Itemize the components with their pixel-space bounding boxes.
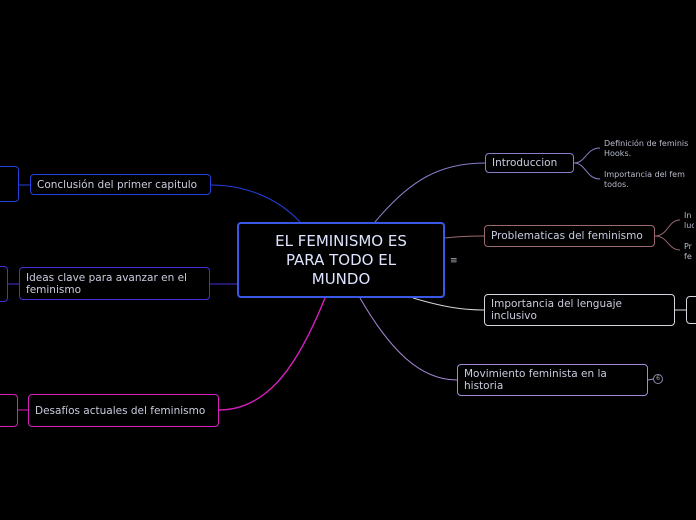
leaf-intro-definicion[interactable]: Definición de feminis Hooks.	[604, 139, 689, 158]
topic-ideas-clave[interactable]: Ideas clave para avanzar en el feminismo	[19, 267, 210, 300]
collapsed-count-badge[interactable]: 6	[653, 374, 663, 384]
topic-conclusion-label: Conclusión del primer capitulo	[37, 178, 198, 191]
central-topic[interactable]: EL FEMINISMO ES PARA TODO EL MUNDO	[237, 222, 445, 298]
leaf-prob-2[interactable]: Pr fe	[684, 242, 692, 261]
topic-lenguaje-inclusivo-label: Importancia del lenguaje inclusivo	[491, 298, 622, 322]
topic-problematicas[interactable]: Problematicas del feminismo	[484, 225, 655, 247]
topic-movimiento-feminista-label: Movimiento feminista en la historia	[464, 368, 607, 392]
leaf-intro-importancia[interactable]: Importancia del fem todos.	[604, 170, 685, 189]
central-topic-title: EL FEMINISMO ES PARA TODO EL MUNDO	[275, 231, 407, 288]
topic-desafios-label: Desafíos actuales del feminismo	[35, 404, 206, 417]
topic-introduccion-label: Introduccion	[492, 157, 558, 169]
menu-icon[interactable]: ≡	[450, 256, 458, 266]
subtopic-stub-desafios[interactable]	[0, 394, 18, 427]
topic-problematicas-label: Problematicas del feminismo	[491, 230, 643, 242]
topic-ideas-clave-label: Ideas clave para avanzar en el feminismo	[26, 271, 187, 296]
subtopic-stub-lenguaje[interactable]	[686, 296, 696, 324]
topic-movimiento-feminista[interactable]: Movimiento feminista en la historia	[457, 364, 648, 396]
topic-desafios[interactable]: Desafíos actuales del feminismo	[28, 394, 219, 427]
topic-introduccion[interactable]: Introduccion	[485, 153, 574, 173]
topic-conclusion[interactable]: Conclusión del primer capitulo	[30, 174, 211, 195]
subtopic-stub-ideas[interactable]	[0, 266, 8, 302]
leaf-prob-1[interactable]: In luc	[684, 211, 694, 230]
topic-lenguaje-inclusivo[interactable]: Importancia del lenguaje inclusivo	[484, 294, 675, 326]
subtopic-stub-conclusion[interactable]	[0, 166, 19, 202]
